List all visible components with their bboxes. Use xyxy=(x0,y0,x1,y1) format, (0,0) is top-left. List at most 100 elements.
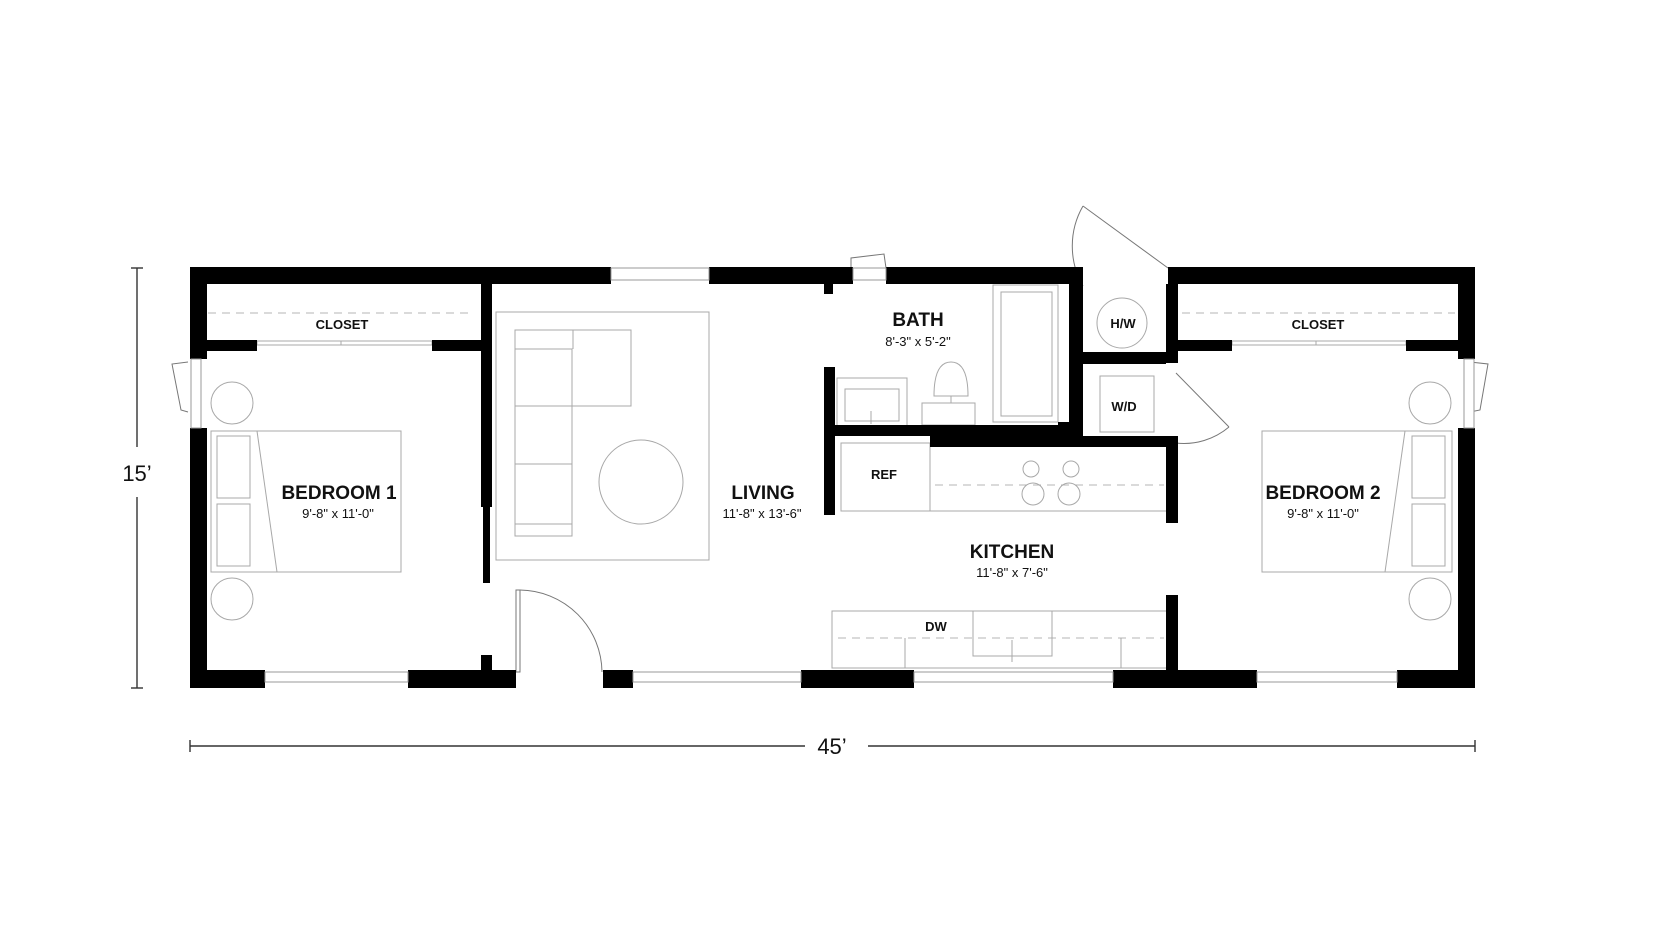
burner-4 xyxy=(1057,482,1081,506)
closet-slider-left-b xyxy=(340,340,433,346)
toilet-bowl xyxy=(933,361,969,397)
bedroom-1-size: 9'-8" x 11'-0" xyxy=(302,506,374,521)
furniture xyxy=(208,284,1455,669)
wall-partition-left-door xyxy=(483,507,490,583)
closet-right-label: CLOSET xyxy=(1292,317,1345,332)
burner-3 xyxy=(1021,482,1045,506)
window-right-side xyxy=(1463,358,1475,429)
bath-vent-door xyxy=(850,253,887,269)
nightstand-2a xyxy=(1408,381,1452,425)
window-bedroom-2 xyxy=(1256,671,1398,683)
wall-top-3 xyxy=(886,267,1083,284)
bedroom-2-size: 9'-8" x 11'-0" xyxy=(1287,506,1359,521)
windows xyxy=(190,267,1475,683)
bed-1 xyxy=(210,430,402,573)
wd-door-swing xyxy=(1175,426,1230,444)
entry-door-leaf xyxy=(515,589,521,673)
window-bath-top xyxy=(852,267,887,281)
kitchen-counter-upper xyxy=(929,442,1169,512)
wall-partition-left xyxy=(481,284,492,507)
bed-2-pillow-bottom xyxy=(1411,503,1446,567)
kitchen-counter-lower xyxy=(831,610,1170,669)
vanity xyxy=(836,377,908,428)
room-labels: CLOSET CLOSET BEDROOM 1 9'-8" x 11'-0" L… xyxy=(281,310,1380,634)
living-size: 11'-8" x 13'-6" xyxy=(723,506,802,521)
bed-1-pillow-top xyxy=(216,435,251,499)
window-living-top xyxy=(610,267,710,281)
bedroom-2-name: BEDROOM 2 xyxy=(1265,483,1380,504)
window-flap-left xyxy=(171,361,189,413)
rug xyxy=(495,311,710,561)
wall-left-bottom xyxy=(190,428,207,688)
nightstand-1b xyxy=(210,577,254,621)
wd-door-leaf xyxy=(1175,372,1230,428)
burner-1 xyxy=(1022,460,1040,478)
burner-2 xyxy=(1062,460,1080,478)
kitchen-name: KITCHEN xyxy=(970,542,1054,563)
bath-name: BATH xyxy=(892,310,943,331)
water-heater xyxy=(1096,297,1148,349)
closet-left-label: CLOSET xyxy=(316,317,369,332)
wall-closet-2b xyxy=(1406,340,1458,351)
width-dimension: 45’ xyxy=(189,734,1476,759)
wall-closet-1b xyxy=(432,340,481,351)
bathtub xyxy=(992,284,1059,423)
sink xyxy=(844,388,900,422)
wall-top-2 xyxy=(709,267,853,284)
wall-top-4 xyxy=(1168,267,1475,284)
bed-1-pillow-bottom xyxy=(216,503,251,567)
nightstand-2b xyxy=(1408,577,1452,621)
wall-bottom-3 xyxy=(603,670,633,688)
window-living-bottom xyxy=(632,671,802,683)
wall-closet-1a xyxy=(207,340,257,351)
bathtub-inner xyxy=(1000,291,1053,417)
wall-partition-left-stub xyxy=(481,655,492,670)
bath-size: 8'-3" x 5'-2" xyxy=(885,334,951,349)
bed-2 xyxy=(1261,430,1453,573)
wall-utility-right xyxy=(1166,284,1178,363)
wall-kitchen-top xyxy=(930,436,1178,447)
entry-door-swing xyxy=(519,589,603,673)
wall-utility-left xyxy=(1069,267,1083,442)
kitchen-size: 11'-8" x 7'-6" xyxy=(976,565,1048,580)
width-label: 45’ xyxy=(817,734,846,759)
living-name: LIVING xyxy=(731,483,794,504)
window-flap-right xyxy=(1469,361,1489,413)
coffee-table xyxy=(598,439,684,525)
depth-dimension: 15’ xyxy=(122,267,152,689)
wall-bottom-4 xyxy=(801,670,914,688)
wall-bath-stub xyxy=(824,284,833,294)
wall-left-top xyxy=(190,267,207,359)
depth-label: 15’ xyxy=(122,461,151,486)
dishwasher-label: DW xyxy=(925,619,947,634)
sofa xyxy=(514,348,573,537)
wall-bottom-6 xyxy=(1397,670,1475,688)
closet-slider-right-b xyxy=(1315,340,1407,346)
wall-bath-bottom xyxy=(824,425,1069,436)
window-kitchen xyxy=(913,671,1114,683)
wall-right-bottom xyxy=(1458,428,1475,688)
bedroom-1-name: BEDROOM 1 xyxy=(281,483,397,504)
wall-utility-mid xyxy=(1083,352,1166,364)
washer-dryer-label: W/D xyxy=(1111,399,1136,414)
washer-dryer xyxy=(1099,375,1155,433)
bed-2-pillow-top xyxy=(1411,435,1446,499)
window-left-side xyxy=(190,358,202,429)
wall-kitchen-left xyxy=(824,367,835,515)
wall-right-top xyxy=(1458,267,1475,359)
wall-bottom-1 xyxy=(190,670,265,688)
hw-door-leaf xyxy=(1082,205,1169,269)
window-bedroom-1 xyxy=(264,671,409,683)
wall-bottom-5 xyxy=(1113,670,1257,688)
toilet-tank xyxy=(921,402,976,426)
wall-top-1 xyxy=(190,267,611,284)
closet-slider-left-a xyxy=(256,340,342,346)
water-heater-label: H/W xyxy=(1110,316,1136,331)
closet-slider-right-a xyxy=(1231,340,1317,346)
wall-closet-2a xyxy=(1178,340,1232,351)
wall-kitchen-right xyxy=(1166,443,1178,523)
wall-bottom-2 xyxy=(408,670,516,688)
walls xyxy=(190,267,1475,688)
nightstand-1a xyxy=(210,381,254,425)
